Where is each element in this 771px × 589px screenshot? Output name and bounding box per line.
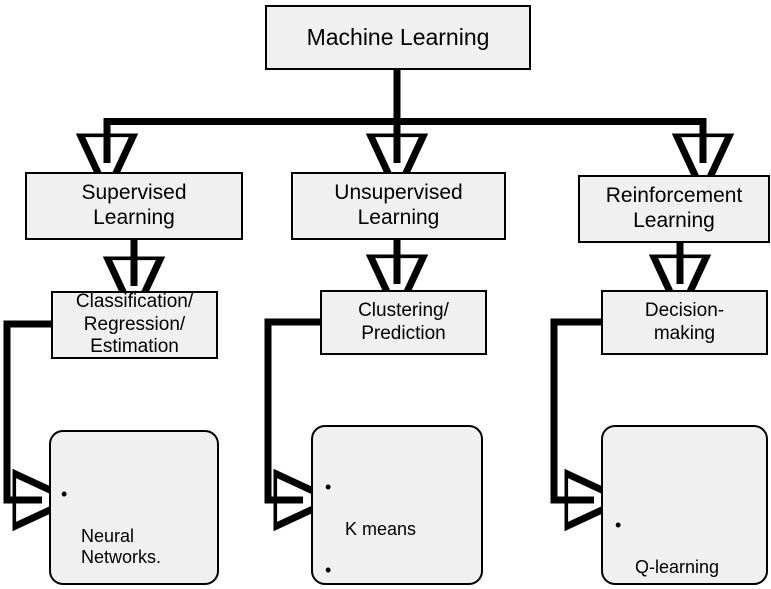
node-methods-unsupervised[interactable]: • K means • Gaussian mixture model • Dir…	[311, 425, 483, 585]
node-task-decision-making[interactable]: Decision- making	[601, 290, 768, 355]
list-item[interactable]: • Neural Networks.	[55, 484, 209, 568]
list-item[interactable]: • Support vector machine.	[55, 588, 209, 589]
node-task-supervised-label: Classification/ Regression/ Estimation	[75, 291, 194, 358]
link-task-to-methods-supervised	[3, 320, 53, 500]
node-machine-learning-label: Machine Learning	[306, 23, 490, 50]
node-reinforcement-learning-label: Reinforcement Learning	[605, 184, 743, 232]
node-task-reinforcement-label: Decision- making	[644, 300, 725, 344]
node-task-clustering-prediction[interactable]: Clustering/ Prediction	[320, 290, 487, 355]
node-unsupervised-learning[interactable]: Unsupervised Learning	[291, 172, 506, 240]
node-task-classification-regression-estimation[interactable]: Classification/ Regression/ Estimation	[51, 291, 218, 359]
list-item-label: Q-learning	[635, 556, 720, 577]
node-methods-supervised[interactable]: • Neural Networks. • Support vector mach…	[49, 430, 219, 589]
list-item[interactable]: • Gaussian mixture model	[319, 560, 473, 589]
bullet-icon: •	[325, 559, 332, 580]
node-unsupervised-learning-label: Unsupervised Learning	[334, 181, 463, 229]
bullet-icon: •	[615, 514, 622, 535]
list-item-label: Neural Networks.	[81, 525, 162, 567]
bullet-icon: •	[61, 588, 67, 589]
node-task-unsupervised-label: Clustering/ Prediction	[358, 300, 449, 344]
bullet-icon: •	[325, 476, 332, 497]
methods-list-supervised: • Neural Networks. • Support vector mach…	[51, 451, 217, 589]
list-item[interactable]: • Q-learning	[609, 515, 758, 578]
bullet-icon: •	[61, 483, 68, 504]
node-methods-reinforcement[interactable]: • Q-learning • R-learning • TD learning	[601, 425, 768, 585]
node-supervised-learning-label: Supervised Learning	[81, 181, 187, 229]
link-task-to-methods-reinforcement	[550, 318, 603, 500]
node-machine-learning[interactable]: Machine Learning	[265, 5, 531, 70]
list-item-label: K means	[345, 518, 417, 539]
list-item[interactable]: • K means	[319, 477, 473, 540]
node-supervised-learning[interactable]: Supervised Learning	[25, 172, 243, 240]
methods-list-reinforcement: • Q-learning • R-learning • TD learning	[603, 446, 766, 589]
node-reinforcement-learning[interactable]: Reinforcement Learning	[578, 175, 770, 243]
methods-list-unsupervised: • K means • Gaussian mixture model • Dir…	[313, 446, 481, 589]
